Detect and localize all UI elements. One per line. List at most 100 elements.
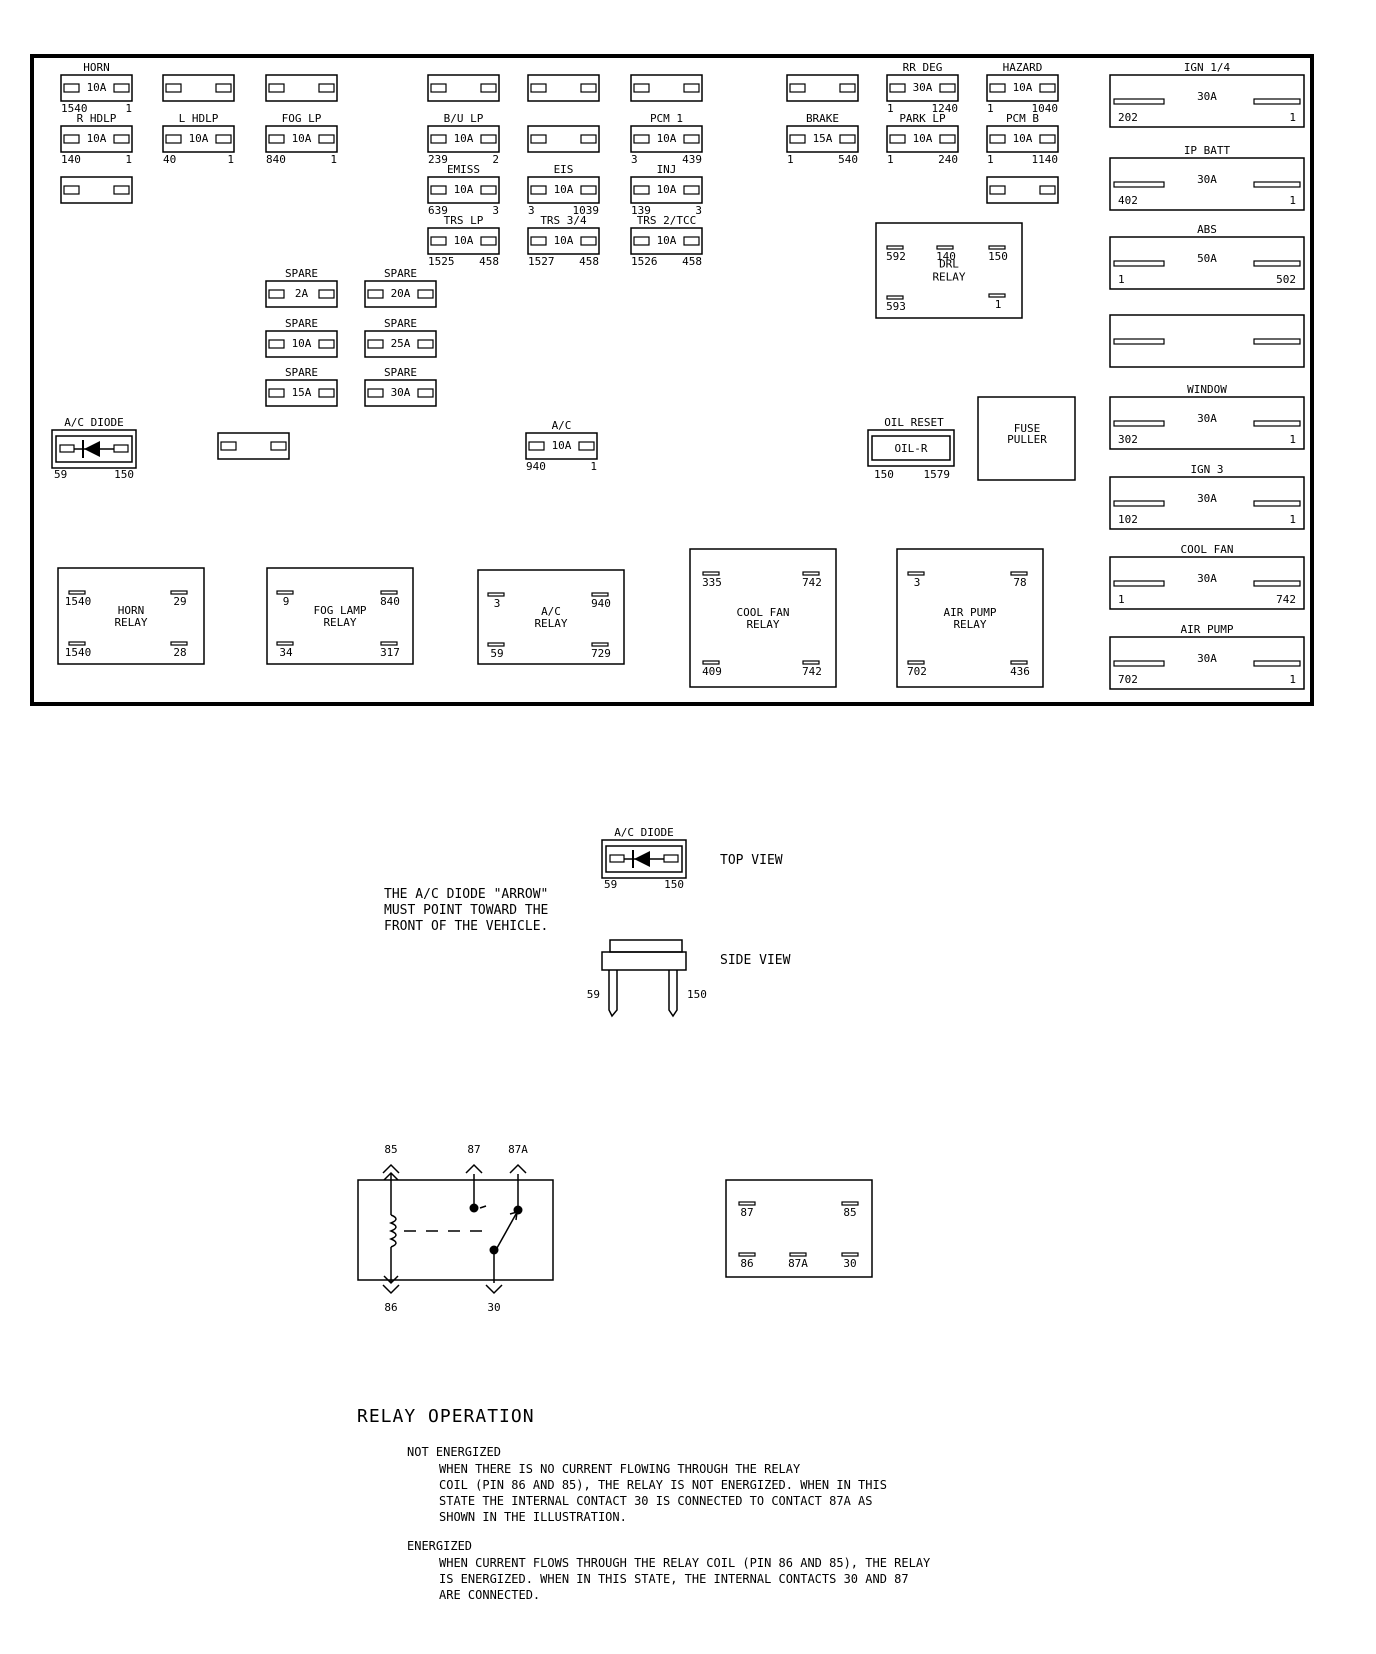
- fuse-name: SPARE: [384, 317, 417, 330]
- fuse-blade-left: [63, 134, 80, 144]
- fuse-body: [364, 379, 437, 407]
- diode-label: A/C DIODE: [614, 826, 674, 839]
- fuse-box-frame: [30, 54, 1314, 706]
- relay-pin-label: 29: [173, 595, 186, 608]
- relay-pin-label: 1540: [65, 595, 92, 608]
- relay-pin-tab: [886, 245, 904, 250]
- pin-chevron-icon: [382, 1284, 400, 1295]
- fuse-blade-right: [683, 83, 700, 93]
- fuse-blade-right: [580, 83, 597, 93]
- relay-pin-label: 9: [283, 595, 290, 608]
- maxi-fuse-name: IGN 1/4: [1184, 61, 1231, 74]
- fuse-body: [427, 176, 500, 204]
- fuse-blade-right: [480, 83, 497, 93]
- fuse-blade-right: [1039, 185, 1056, 195]
- fuse-body: [986, 125, 1059, 153]
- fuse-pin-right: 540: [838, 153, 858, 166]
- fuse-blade-right: [113, 83, 130, 93]
- fuse-name: EMISS: [447, 163, 480, 176]
- maxi-fuse-name: IGN 3: [1190, 463, 1223, 476]
- fuse-body: [427, 125, 500, 153]
- fuse-pin-left: 140: [61, 153, 81, 166]
- fuse-empty-slot: [217, 432, 290, 460]
- fuse-blade-right: [417, 339, 434, 349]
- maxi-blade-right: [1253, 500, 1301, 507]
- relay-pin-label: 742: [802, 576, 822, 589]
- fuse-pin-left: 1525: [428, 255, 455, 268]
- fuse-rating: 10A: [87, 81, 107, 94]
- fuse-pin-right: 1: [125, 153, 132, 166]
- maxi-fuse-body: [1109, 556, 1305, 610]
- fuse-blade-right: [939, 134, 956, 144]
- fuse-name: RR DEG: [903, 61, 943, 74]
- fuse-name: EIS: [554, 163, 574, 176]
- maxi-blade-right: [1253, 580, 1301, 587]
- fuse-rating: 10A: [552, 439, 572, 452]
- fuse-pin-right: 458: [479, 255, 499, 268]
- relay-pin-label: 78: [1013, 576, 1026, 589]
- fuse-body: [786, 74, 859, 102]
- relay-pin-tab: [487, 642, 505, 647]
- fuse-rating: 10A: [657, 183, 677, 196]
- relay-pin-tab: [170, 590, 188, 595]
- relay-pin-label: 1540: [65, 646, 92, 659]
- pinout-tab: [789, 1252, 807, 1257]
- schematic-pin-85: 85: [384, 1143, 397, 1156]
- relay-pin-tab: [276, 590, 294, 595]
- fuse-blade-right: [1039, 134, 1056, 144]
- oil-reset-outer: [867, 429, 955, 467]
- fuse-blade-left: [268, 289, 285, 299]
- fuse-pin-left: 639: [428, 204, 448, 217]
- fuse-name: B/U LP: [444, 112, 484, 125]
- relay-pin-label: 140: [936, 250, 956, 263]
- fuse-rating: 10A: [292, 337, 312, 350]
- fuse-rating: 10A: [554, 234, 574, 247]
- fuse-blade-left: [63, 83, 80, 93]
- fuse-blade-left: [430, 134, 447, 144]
- fuse-body: [527, 227, 600, 255]
- fuse-pin-left: 840: [266, 153, 286, 166]
- fuse-blade-right: [417, 289, 434, 299]
- fuse-blade-left: [989, 134, 1006, 144]
- fuse-body: [265, 330, 338, 358]
- relay-body: [875, 222, 1023, 319]
- diode-pin-right: 150: [664, 878, 684, 891]
- maxi-pin-left: 202: [1118, 111, 1138, 124]
- schematic-pin-30: 30: [487, 1301, 500, 1314]
- relay-pin-label: 409: [702, 665, 722, 678]
- fuse-blade-left: [268, 339, 285, 349]
- relay-pin-label: 59: [490, 647, 503, 660]
- fuse-name: TRS 3/4: [540, 214, 587, 227]
- relay-pin-tab: [907, 571, 925, 576]
- fuse-name: SPARE: [384, 267, 417, 280]
- fuse-rating: 10A: [1013, 81, 1033, 94]
- maxi-fuse-rating: 30A: [1197, 90, 1217, 103]
- fuse-empty-slot: [427, 74, 500, 102]
- switch-arm: [496, 1213, 517, 1249]
- fuse-blade-left: [633, 185, 650, 195]
- fuse-blade-right: [270, 441, 287, 451]
- contact-87-dot: [469, 1203, 479, 1213]
- relay-pin-label: 3: [914, 576, 921, 589]
- fuse-body: [60, 74, 133, 102]
- diode-label: A/C DIODE: [64, 416, 124, 429]
- fuse-rating: 15A: [292, 386, 312, 399]
- fuse-blade-right: [215, 134, 232, 144]
- fuse-blade-left: [430, 83, 447, 93]
- relay-name: A/C: [541, 605, 561, 618]
- fuse-body: [786, 125, 859, 153]
- relay-pin-label: 702: [907, 665, 927, 678]
- maxi-fuse-empty-slot: [1109, 314, 1305, 368]
- fuse-rating: 2A: [295, 287, 309, 300]
